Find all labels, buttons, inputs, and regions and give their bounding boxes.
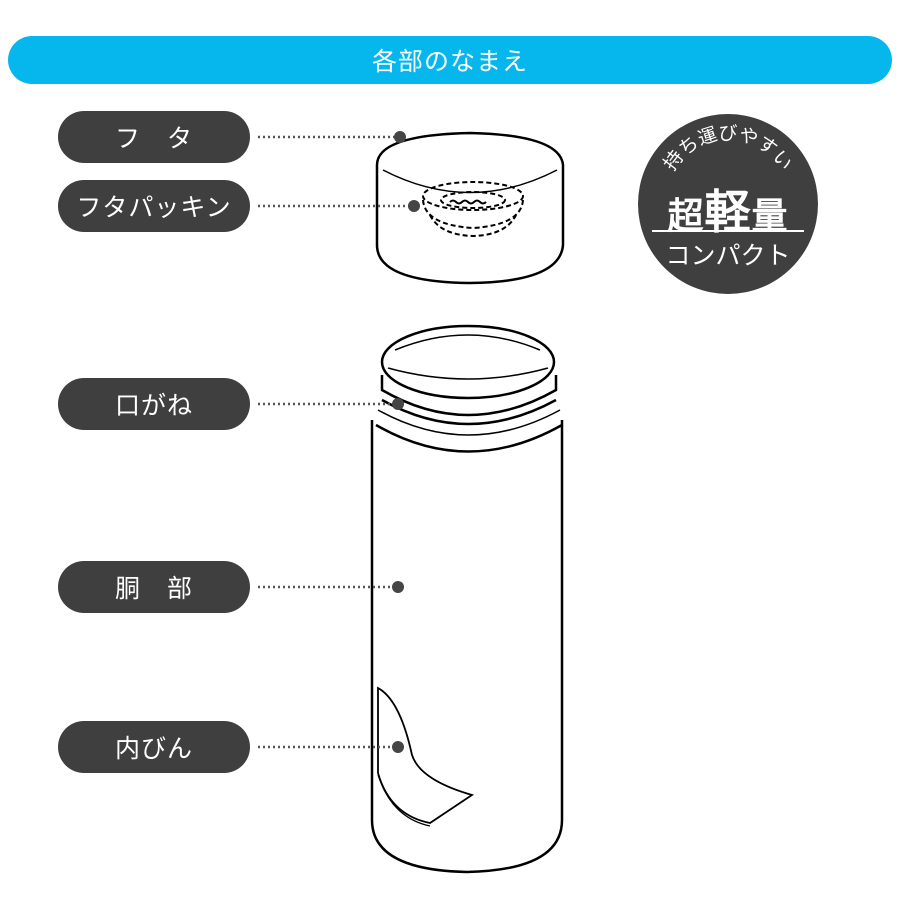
label-mouth-ring: 口がね (58, 378, 250, 430)
badge-divider (652, 230, 804, 232)
mouth-ring-illustration (375, 324, 563, 453)
inner-bottle-marker (392, 741, 404, 753)
feature-badge: 持ち運びやすい 超軽量 コンパクト (638, 114, 818, 294)
body-illustration (370, 420, 564, 874)
body-marker (392, 581, 404, 593)
label-lid-gasket: フタパッキン (58, 180, 250, 232)
label-lid: フ タ (58, 111, 250, 163)
lid-gasket-marker (408, 200, 420, 212)
section-title: 各部のなまえ (371, 47, 528, 76)
lid-illustration (375, 131, 565, 285)
badge-sub-text: コンパクト (665, 241, 791, 270)
label-inner-bottle: 内びん (58, 721, 250, 773)
mouth-ring-marker (392, 398, 404, 410)
lid-marker (394, 131, 406, 143)
badge-arc-text: 持ち運びやすい (659, 123, 796, 175)
section-header: 各部のなまえ (8, 36, 892, 84)
label-body: 胴 部 (58, 561, 250, 613)
